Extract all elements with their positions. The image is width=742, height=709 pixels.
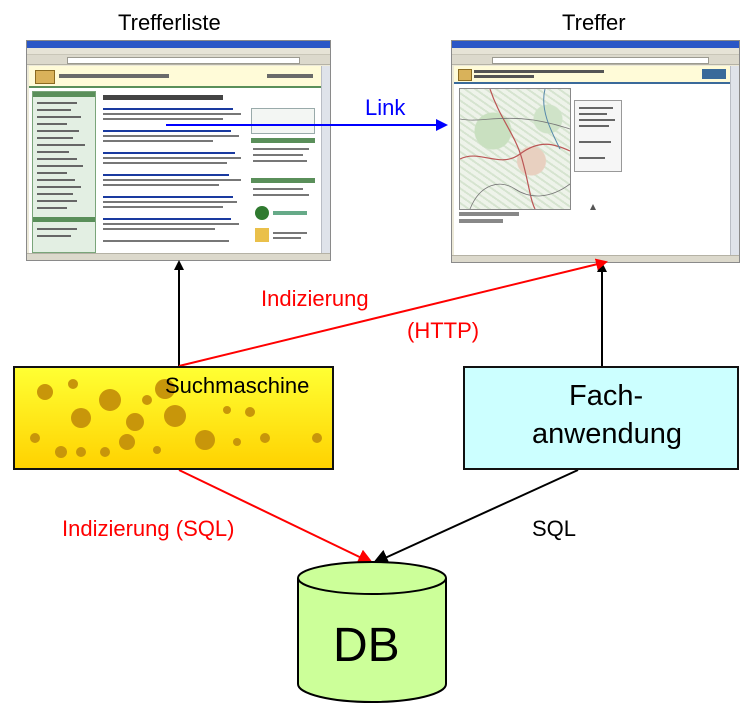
map-toolbar-2 bbox=[459, 219, 503, 223]
map-roads bbox=[460, 89, 570, 209]
crest-icon bbox=[458, 69, 472, 81]
indexing-sql-arrow bbox=[178, 469, 374, 565]
address-bar bbox=[67, 57, 300, 64]
sql-label: SQL bbox=[532, 516, 577, 541]
fachanwendung-label-line1: Fach- bbox=[569, 380, 644, 412]
http-label: (HTTP) bbox=[407, 318, 480, 343]
results-list bbox=[103, 108, 243, 248]
results-heading bbox=[103, 95, 223, 100]
cheese-holes-pattern bbox=[30, 379, 322, 458]
link-label: Link bbox=[365, 95, 406, 120]
db-label: DB bbox=[333, 619, 400, 672]
indexing-http-arrow bbox=[178, 258, 608, 367]
fachanwendung-label-line2: anwendung bbox=[532, 418, 682, 450]
address-bar bbox=[492, 57, 709, 64]
window-titlebar bbox=[452, 41, 739, 48]
trefferliste-title: Trefferliste bbox=[118, 10, 221, 35]
treffer-title: Treffer bbox=[562, 10, 626, 35]
window-titlebar bbox=[27, 41, 330, 48]
header-text-block bbox=[59, 74, 169, 78]
header-text-block bbox=[474, 70, 604, 73]
nav-sidebar bbox=[32, 91, 96, 253]
window-statusbar bbox=[27, 253, 330, 260]
cursor-icon bbox=[590, 204, 596, 210]
fachanwendung-box: Fach- anwendung bbox=[463, 366, 739, 470]
treffer-screenshot bbox=[451, 40, 740, 263]
indizierung-sql-label: Indizierung (SQL) bbox=[62, 516, 235, 541]
window-menubar bbox=[27, 48, 330, 55]
db-cylinder bbox=[297, 561, 447, 703]
vertical-scrollbar bbox=[321, 66, 330, 253]
indizierung-label: Indizierung bbox=[261, 286, 369, 311]
window-statusbar bbox=[452, 255, 739, 262]
page-content bbox=[454, 66, 730, 255]
page-content bbox=[29, 66, 321, 253]
header-text-block-2 bbox=[474, 75, 534, 78]
map-image bbox=[459, 88, 571, 210]
trefferliste-screenshot bbox=[26, 40, 331, 261]
map-toolbar bbox=[459, 212, 519, 216]
crest-icon bbox=[35, 70, 55, 84]
right-column bbox=[251, 108, 315, 248]
side-panel bbox=[574, 100, 622, 172]
window-menubar bbox=[452, 48, 739, 55]
suchmaschine-box: Suchmaschine bbox=[13, 366, 334, 470]
vertical-scrollbar bbox=[730, 66, 739, 255]
header-right-block bbox=[267, 74, 313, 78]
sql-arrow bbox=[372, 469, 579, 565]
suchmaschine-label: Suchmaschine bbox=[165, 373, 310, 398]
logo-icon bbox=[702, 69, 726, 79]
page-header bbox=[29, 66, 321, 88]
